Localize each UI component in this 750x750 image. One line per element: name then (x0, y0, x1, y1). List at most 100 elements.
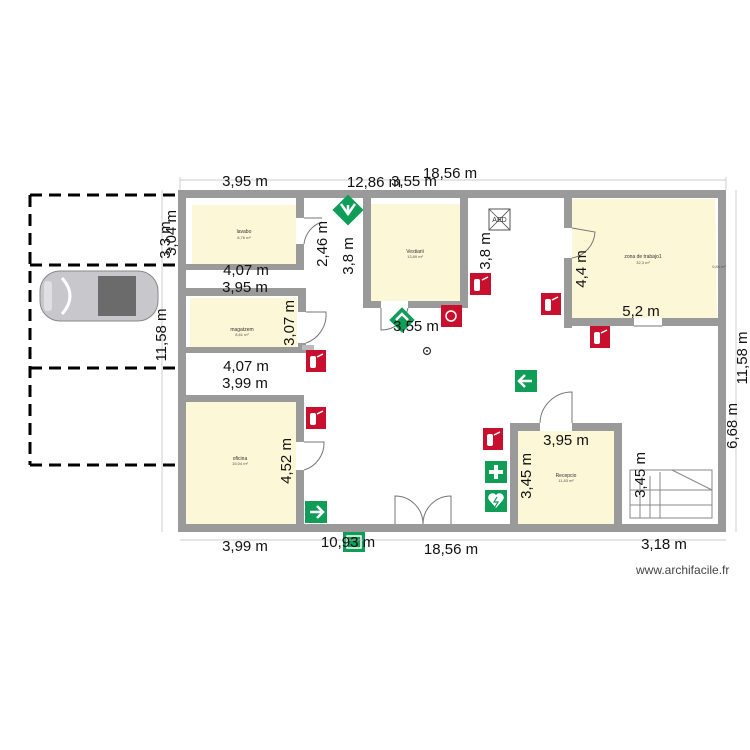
room-area-extra: 0,84 m² (712, 264, 726, 269)
dim-recepcio-left: 3,45 m (518, 453, 535, 499)
room-area: 11,83 m² (558, 478, 574, 483)
wall (408, 301, 460, 308)
door-magatzem (305, 311, 327, 344)
wall (572, 423, 622, 431)
wall (296, 470, 304, 524)
emergency-exit-diamond-icon (332, 194, 364, 226)
car-icon (39, 270, 159, 322)
room-area: 8,61 m² (235, 332, 249, 337)
wall (186, 264, 304, 270)
fixture (302, 345, 314, 350)
fire-extinguisher-icon (541, 293, 561, 315)
room-oficina (186, 402, 296, 524)
defibrillator-icon (485, 490, 507, 512)
wall (178, 524, 726, 532)
dim-magatzem-height: 3,07 m (281, 300, 298, 346)
room-area: 8,76 m² (237, 235, 251, 240)
wall (572, 318, 634, 326)
wall (662, 318, 718, 326)
wall (178, 190, 186, 532)
exit-sign-bottom-icon (343, 532, 365, 552)
wall (371, 301, 381, 308)
dim-bottom-total: 18,56 m (424, 541, 478, 558)
dim-zona-width: 5,2 m (622, 303, 660, 320)
room-name: lavabo (237, 229, 252, 235)
fire-extinguisher-icon (306, 407, 326, 429)
dim-left-total: 11,58 m (153, 308, 170, 361)
dim-top-mid2: 3,55 m (391, 173, 437, 190)
room-lavabo (192, 205, 296, 264)
stairs-icon (629, 469, 713, 519)
dim-bottom-right: 3,18 m (641, 536, 687, 553)
wall (296, 244, 304, 270)
room-recepcio (518, 431, 614, 524)
room-area: 32,3 m² (636, 260, 650, 265)
wall (564, 198, 572, 228)
room-name: Vestiarii (406, 249, 424, 255)
aed-label: AED (492, 217, 506, 224)
wall (718, 190, 726, 532)
dim-bottom-left: 3,99 m (222, 538, 268, 555)
wall (186, 347, 306, 353)
wall (186, 288, 306, 296)
first-aid-icon (485, 461, 507, 483)
parking-area (28, 193, 175, 467)
dim-top-left: 3,95 m (222, 173, 268, 190)
room-fills (186, 199, 717, 524)
wall (564, 258, 572, 328)
exit-arrow-left-icon (515, 370, 537, 392)
wall (510, 423, 518, 524)
dim-zona-height: 4,4 m (573, 250, 590, 288)
dim-top-total: 18,56 m (423, 165, 477, 182)
door-oficina (303, 441, 325, 471)
wall (460, 198, 468, 308)
dim-recepcio-right: 3,45 m (632, 452, 649, 498)
dim-oficina-height: 4,52 m (278, 438, 295, 484)
door-zona (571, 227, 596, 259)
room-name: zona de trabajo1 (624, 254, 661, 260)
dim-vestiarii-right: 3,8 m (477, 232, 494, 270)
room-name: oficina (233, 456, 248, 462)
room-magatzem (190, 298, 297, 347)
room-area: 13,89 m² (407, 254, 423, 259)
dim-oficina-width: 3,99 m (222, 375, 268, 392)
fire-hose-icon (441, 305, 462, 327)
dim-left-b: 3,3 m (157, 221, 174, 259)
wall (363, 198, 371, 308)
door-recepcio (539, 391, 573, 424)
dim-recepcio-width: 3,95 m (543, 432, 589, 449)
center-point-dot (426, 350, 428, 352)
room-name: magatzem (230, 327, 253, 333)
dim-right-total: 11,58 m (734, 331, 750, 384)
dim-magatzem-width2: 4,07 m (223, 358, 269, 375)
door-lavabo (303, 217, 323, 245)
walls (178, 190, 726, 532)
dim-vestiarii-width: 3,55 m (393, 318, 439, 335)
dim-left-a: 3,04 m (163, 210, 180, 256)
fire-extinguisher-icon (483, 428, 503, 450)
dimension-labels: 18,56 m 3,95 m 12,86 m 3,55 m 3,04 m 3,3… (153, 165, 750, 558)
dim-bottom-mid: 10,93 m (321, 534, 375, 551)
fire-extinguisher-icon (590, 326, 610, 348)
room-name: Recepcio (556, 473, 577, 479)
room-labels: lavabo 8,76 m² Vestiarii 13,89 m² zona d… (230, 229, 726, 483)
wall (296, 198, 304, 218)
dim-vestiarii-left: 3,8 m (340, 237, 357, 275)
wall (298, 296, 306, 312)
dim-lavabo-width: 4,07 m (223, 262, 269, 279)
exit-arrow-right-icon (305, 501, 327, 523)
room-vestiarii (371, 204, 460, 301)
room-zona-de-trabajo (572, 199, 717, 318)
dim-right-mid: 6,68 m (724, 403, 741, 449)
watermark-text[interactable]: www.archifacile.fr (636, 563, 730, 577)
wall (296, 402, 304, 442)
wall (518, 423, 540, 431)
center-point-icon (422, 346, 432, 356)
emergency-exit-diamond-icon (389, 307, 415, 333)
doors (303, 217, 662, 525)
room-area: 15,04 m² (232, 461, 248, 466)
aed-icon: AED (488, 208, 511, 231)
fire-extinguisher-icon (470, 273, 491, 295)
wall (614, 423, 622, 524)
